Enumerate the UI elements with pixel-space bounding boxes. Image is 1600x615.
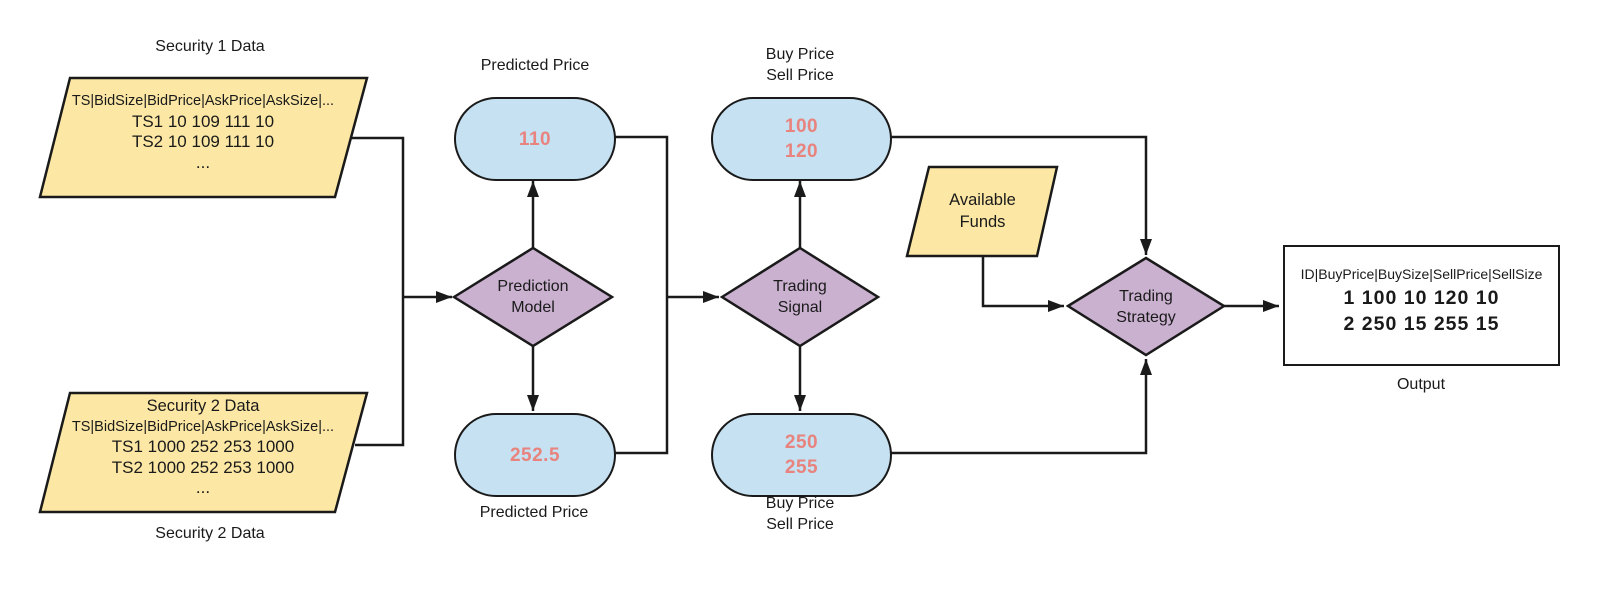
buy-sell-250-255-node: 250 255 [711,413,892,497]
predicted-price-2525-node: 252.5 [454,413,616,497]
edge-100120-to-strategy [888,135,1152,255]
output-header: ID|BuyPrice|BuySize|SellPrice|SellSize [1300,266,1543,282]
security-2-row: TS2 1000 252 253 1000 [111,457,295,477]
predicted-price-110-node: 110 [454,97,616,181]
security-2-ellipsis: ... [195,478,211,497]
prediction-model-node: Prediction Model [451,246,615,348]
security-1-data-node: TS|BidSize|BidPrice|AskPrice|AskSize|...… [37,76,369,199]
security-1-title-label: Security 1 Data [155,38,265,55]
buy-sell-100-120-node: 100 120 [711,97,892,181]
edge-250255-to-strategy [888,359,1152,455]
trading-signal-label-line: Trading [773,278,827,295]
predicted-price-bottom-label: Predicted Price [479,504,589,521]
security-2-header: TS|BidSize|BidPrice|AskPrice|AskSize|... [71,418,335,435]
available-funds-label-line: Available [949,191,1016,209]
trading-strategy-node: Trading Strategy [1065,256,1227,357]
predicted-price-2525-value: 252.5 [509,444,561,466]
security-1-row: TS2 10 109 111 10 [131,132,275,151]
prediction-model-label-line: Prediction [497,278,569,295]
predicted-price-top-label: Predicted Price [480,57,590,74]
output-node: ID|BuyPrice|BuySize|SellPrice|SellSize 1… [1283,245,1560,366]
output-row: 2 250 15 255 15 [1343,313,1500,335]
trading-signal-label-line: Signal [777,299,823,316]
trading-strategy-label-line: Trading [1119,287,1173,305]
security-2-row: TS1 1000 252 253 1000 [111,437,295,456]
sell-price-120-value: 120 [784,141,819,162]
available-funds-label-line: Funds [959,213,1006,231]
buy-price-250-value: 250 [784,432,819,453]
trading-strategy-label-line: Strategy [1116,308,1176,326]
edge-predicted-merge [612,135,669,455]
buy-price-100-value: 100 [784,116,819,137]
security-2-data-node: Security 2 Data TS|BidSize|BidPrice|AskP… [37,391,369,514]
buy-sell-price-bottom-label: Buy Price Sell Price [765,495,835,533]
output-row: 1 100 10 120 10 [1343,287,1500,309]
security-1-ellipsis: ... [195,152,211,172]
security-1-header: TS|BidSize|BidPrice|AskPrice|AskSize|... [71,93,335,109]
edge-securities-merge [351,136,405,447]
predicted-price-110-value: 110 [518,128,552,150]
available-funds-node: Available Funds [905,165,1060,258]
security-2-inside-title: Security 2 Data [146,397,260,415]
sell-price-255-value: 255 [784,457,819,478]
security-2-below-label: Security 2 Data [155,525,265,542]
buy-sell-price-top-label: Buy Price Sell Price [765,46,835,84]
prediction-model-label-line: Model [511,299,555,316]
output-below-label: Output [1396,376,1446,393]
security-1-row: TS1 10 109 111 10 [131,111,275,131]
trading-signal-node: Trading Signal [719,246,881,348]
edge-funds-to-strategy [981,256,1064,312]
